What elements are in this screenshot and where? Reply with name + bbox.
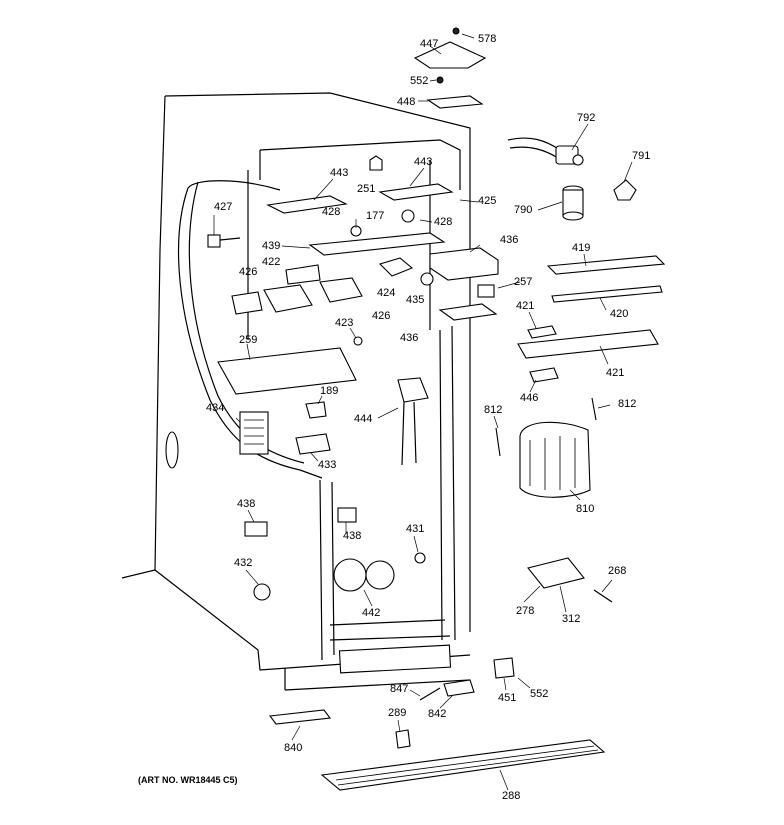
fitting-432 [253, 583, 271, 601]
stop-289 [395, 729, 411, 749]
callout-425: 425 [478, 195, 497, 207]
drain-assembly-278 [527, 557, 585, 589]
control-housing-436 [429, 247, 499, 281]
callout-278: 278 [516, 605, 535, 617]
callout-419: 419 [572, 242, 591, 254]
callout-790: 790 [514, 204, 533, 216]
screw-268 [593, 589, 613, 603]
callout-431: 431 [406, 523, 425, 535]
grille-434 [239, 411, 269, 455]
callout-446: 446 [520, 392, 539, 404]
fan-motor-442 [333, 558, 395, 592]
callout-552a: 552 [410, 75, 429, 87]
callout-426b: 426 [372, 310, 391, 322]
rails-419-420 [546, 255, 666, 303]
callout-436a: 436 [500, 234, 519, 246]
callout-251: 251 [357, 183, 376, 195]
callout-448: 448 [397, 96, 416, 108]
callout-847: 847 [390, 683, 409, 695]
callout-552b: 552 [530, 688, 549, 700]
spring-847 [419, 687, 441, 701]
callout-427: 427 [214, 201, 233, 213]
fill-tube-444 [397, 377, 429, 466]
callout-312: 312 [562, 613, 581, 625]
callout-434: 434 [206, 402, 225, 414]
control-knobs-426 [231, 257, 495, 315]
relay-438a [244, 521, 268, 537]
bulb-socket-427 [207, 234, 241, 248]
thermostat-791 [613, 179, 637, 201]
capacitor-790 [562, 185, 584, 221]
callout-442: 442 [362, 607, 381, 619]
callout-268: 268 [608, 565, 627, 577]
callout-439: 439 [262, 240, 281, 252]
callout-447: 447 [420, 38, 439, 50]
callout-443b: 443 [414, 156, 433, 168]
lamp-holder-423 [353, 336, 363, 346]
callout-444: 444 [354, 413, 373, 425]
leader-lines [213, 33, 633, 791]
callout-812a: 812 [484, 404, 503, 416]
callout-438a: 438 [237, 498, 256, 510]
callout-812b: 812 [618, 398, 637, 410]
callout-289: 289 [388, 707, 407, 719]
callout-259: 259 [239, 334, 258, 346]
heater-810 [519, 421, 591, 498]
callout-432: 432 [234, 557, 253, 569]
callout-451: 451 [498, 692, 517, 704]
callout-422: 422 [262, 256, 281, 268]
water-valve-792 [507, 137, 584, 166]
hinge-840 [268, 709, 332, 725]
callout-840: 840 [284, 742, 303, 754]
callout-842: 842 [428, 708, 447, 720]
callout-423: 423 [335, 317, 354, 329]
cam-842 [443, 679, 475, 697]
grommet-431 [414, 552, 426, 564]
control-plate-439 [308, 209, 446, 256]
callout-421a: 421 [516, 300, 535, 312]
callout-288: 288 [502, 790, 521, 802]
callout-436b: 436 [400, 332, 419, 344]
light-shield-259 [217, 347, 357, 395]
callout-435: 435 [406, 294, 425, 306]
callout-420: 420 [610, 308, 629, 320]
callout-438b: 438 [343, 530, 362, 542]
callout-424: 424 [377, 287, 396, 299]
callout-428b: 428 [434, 216, 453, 228]
clip-812b [591, 397, 597, 421]
top-hinge-448 [426, 76, 484, 109]
callout-189: 189 [320, 385, 339, 397]
callout-433: 433 [318, 459, 337, 471]
damper-446 [529, 367, 559, 383]
callout-578: 578 [478, 33, 497, 45]
brackets-443 [266, 155, 454, 214]
callout-443a: 443 [330, 167, 349, 179]
relay-438b [337, 507, 357, 523]
callout-177: 177 [366, 210, 385, 222]
bracket-451 [493, 657, 515, 679]
callout-791: 791 [632, 150, 651, 162]
callout-421b: 421 [606, 367, 625, 379]
callout-792: 792 [577, 112, 596, 124]
fitting-189 [305, 401, 327, 419]
callout-428a: 428 [322, 206, 341, 218]
callout-810: 810 [576, 503, 595, 515]
art-number: (ART NO. WR18445 C5) [138, 775, 238, 785]
hinge-cover-447 [413, 27, 487, 69]
duct-421 [517, 325, 659, 359]
callout-257: 257 [514, 276, 533, 288]
switch-433 [295, 433, 331, 455]
grille-288 [320, 739, 606, 791]
callout-426a: 426 [239, 266, 258, 278]
air-duct-436b [438, 303, 498, 321]
clip-812a [495, 427, 501, 457]
